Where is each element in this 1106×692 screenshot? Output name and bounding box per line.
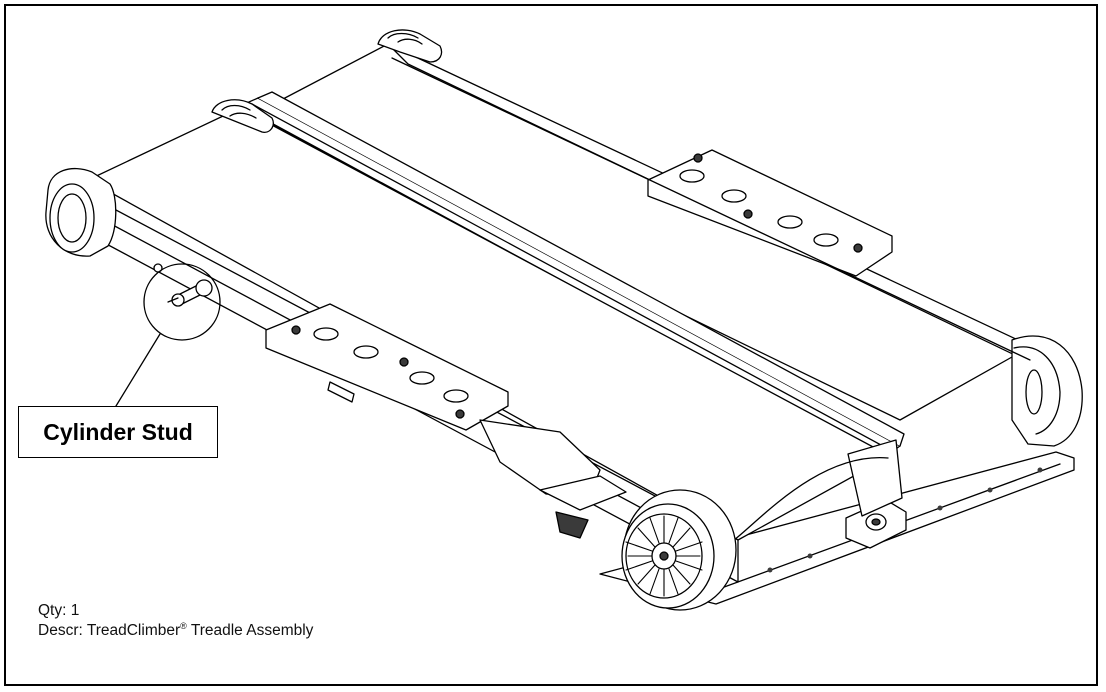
part-caption: Qty: 1 Descr: TreadClimber® Treadle Asse… (38, 601, 313, 641)
qty-value: 1 (71, 602, 80, 619)
cylinder-stud-callout: Cylinder Stud (18, 406, 218, 458)
qty-line: Qty: 1 (38, 601, 313, 621)
descr-line: Descr: TreadClimber® Treadle Assembly (38, 621, 313, 641)
cylinder-stud-leader (116, 334, 160, 406)
callout-label: Cylinder Stud (43, 419, 193, 446)
registered-mark: ® (180, 621, 187, 631)
descr-value: TreadClimber (87, 622, 180, 639)
qty-label: Qty: (38, 602, 66, 619)
descr-label: Descr: (38, 622, 83, 639)
rear-end-housing (1012, 336, 1082, 446)
descr-suffix: Treadle Assembly (191, 622, 314, 639)
